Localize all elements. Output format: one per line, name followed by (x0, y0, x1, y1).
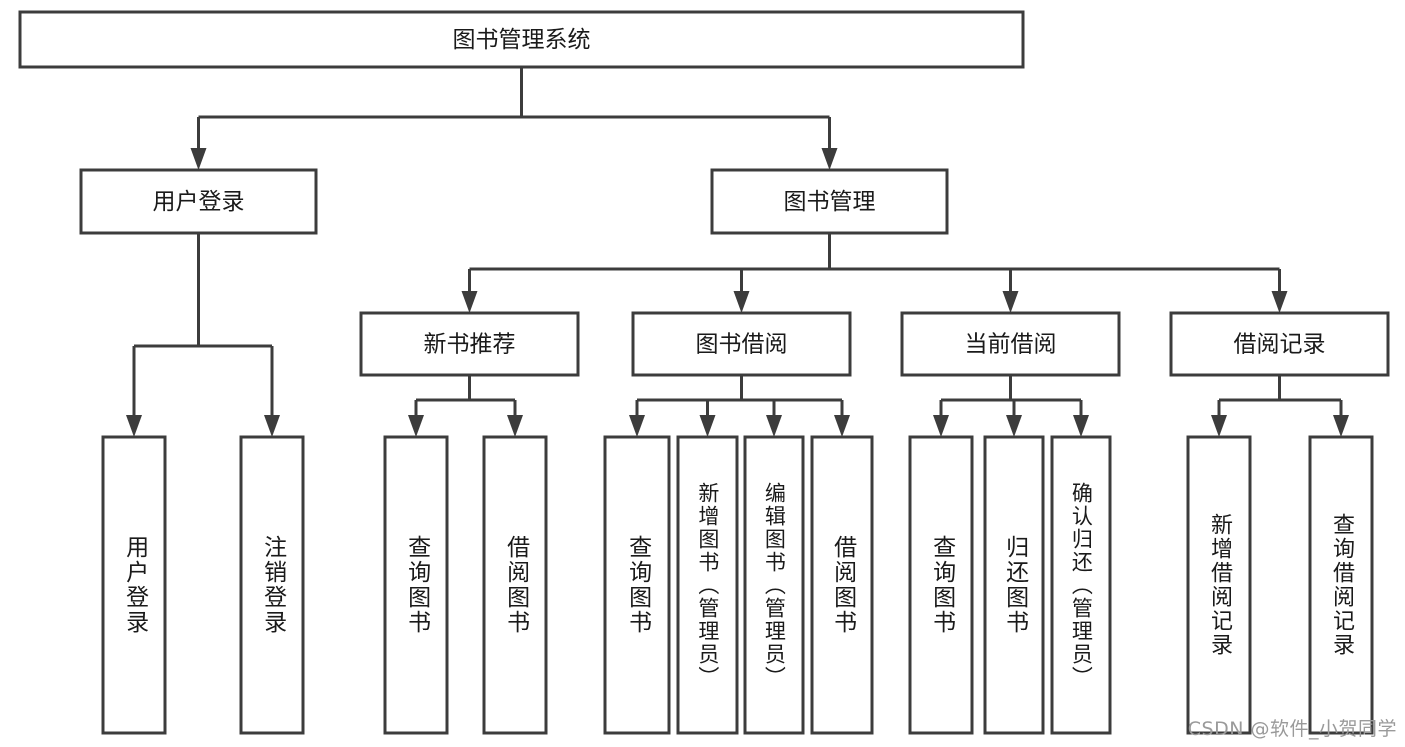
node-box[interactable] (1308, 435, 1374, 735)
node-box[interactable] (983, 435, 1045, 735)
node-box[interactable] (383, 435, 449, 735)
arrow-head-icon (834, 415, 850, 437)
watermark-text: CSDN @软件_小贺同学 (1187, 718, 1397, 740)
arrow-head-icon (190, 148, 207, 170)
node-n-book-borrow[interactable]: 图书借阅 (631, 311, 852, 377)
arrow-head-icon (461, 291, 478, 313)
node-box[interactable] (359, 311, 580, 377)
node-n-book-mgmt[interactable]: 图书管理 (710, 168, 949, 235)
node-box[interactable] (79, 168, 318, 235)
arrow-head-icon (1073, 415, 1089, 437)
arrow-head-icon (1271, 291, 1288, 313)
node-box[interactable] (482, 435, 548, 735)
arrow-head-icon (1333, 415, 1349, 437)
node-l-add-book[interactable] (676, 435, 739, 735)
node-label: 图书管理 (784, 189, 876, 215)
arrow-head-icon (264, 415, 280, 437)
node-l-user-logout[interactable] (239, 435, 305, 735)
node-box[interactable] (743, 435, 805, 735)
node-label: 图书管理系统 (453, 27, 591, 53)
node-label: 用户登录 (153, 189, 245, 215)
node-l-query-book-2[interactable] (603, 435, 671, 735)
arrow-head-icon (933, 415, 949, 437)
node-root[interactable]: 图书管理系统 (18, 10, 1025, 69)
node-box[interactable] (900, 311, 1121, 377)
node-n-new-book-rec[interactable]: 新书推荐 (359, 311, 580, 377)
node-box[interactable] (908, 435, 974, 735)
node-box[interactable] (101, 435, 167, 735)
node-l-add-record[interactable] (1186, 435, 1252, 735)
arrow-head-icon (507, 415, 523, 437)
node-n-borrow-record[interactable]: 借阅记录 (1169, 311, 1390, 377)
arrow-head-icon (126, 415, 142, 437)
node-l-query-record[interactable] (1308, 435, 1374, 735)
node-box[interactable] (710, 168, 949, 235)
arrow-head-icon (408, 415, 424, 437)
node-box[interactable] (676, 435, 739, 735)
arrow-head-icon (699, 415, 716, 437)
node-box[interactable] (1186, 435, 1252, 735)
node-l-return-book[interactable] (983, 435, 1045, 735)
node-box[interactable] (603, 435, 671, 735)
node-l-query-book-1[interactable] (383, 435, 449, 735)
node-label: 图书借阅 (696, 332, 788, 358)
node-l-query-book-3[interactable] (908, 435, 974, 735)
node-label: 借阅记录 (1234, 332, 1326, 358)
node-box[interactable] (1169, 311, 1390, 377)
node-n-current-borrow[interactable]: 当前借阅 (900, 311, 1121, 377)
arrow-head-icon (629, 415, 645, 437)
node-box[interactable] (631, 311, 852, 377)
arrow-head-icon (766, 415, 782, 437)
arrow-head-icon (733, 291, 750, 313)
node-l-user-login[interactable] (101, 435, 167, 735)
arrow-head-icon (1002, 291, 1019, 313)
connector-layer (126, 67, 1349, 437)
node-l-borrow-book-2[interactable] (810, 435, 874, 735)
node-box[interactable] (810, 435, 874, 735)
arrow-head-icon (821, 148, 838, 170)
node-box[interactable] (18, 10, 1025, 69)
node-l-edit-book[interactable] (743, 435, 805, 735)
node-l-borrow-book-1[interactable] (482, 435, 548, 735)
node-l-confirm-return[interactable] (1050, 435, 1112, 735)
arrow-head-icon (1006, 415, 1022, 437)
node-box[interactable] (1050, 435, 1112, 735)
node-n-user-login[interactable]: 用户登录 (79, 168, 318, 235)
arrow-head-icon (1211, 415, 1227, 437)
node-box[interactable] (239, 435, 305, 735)
node-label: 当前借阅 (965, 332, 1057, 358)
node-label: 新书推荐 (424, 332, 516, 358)
